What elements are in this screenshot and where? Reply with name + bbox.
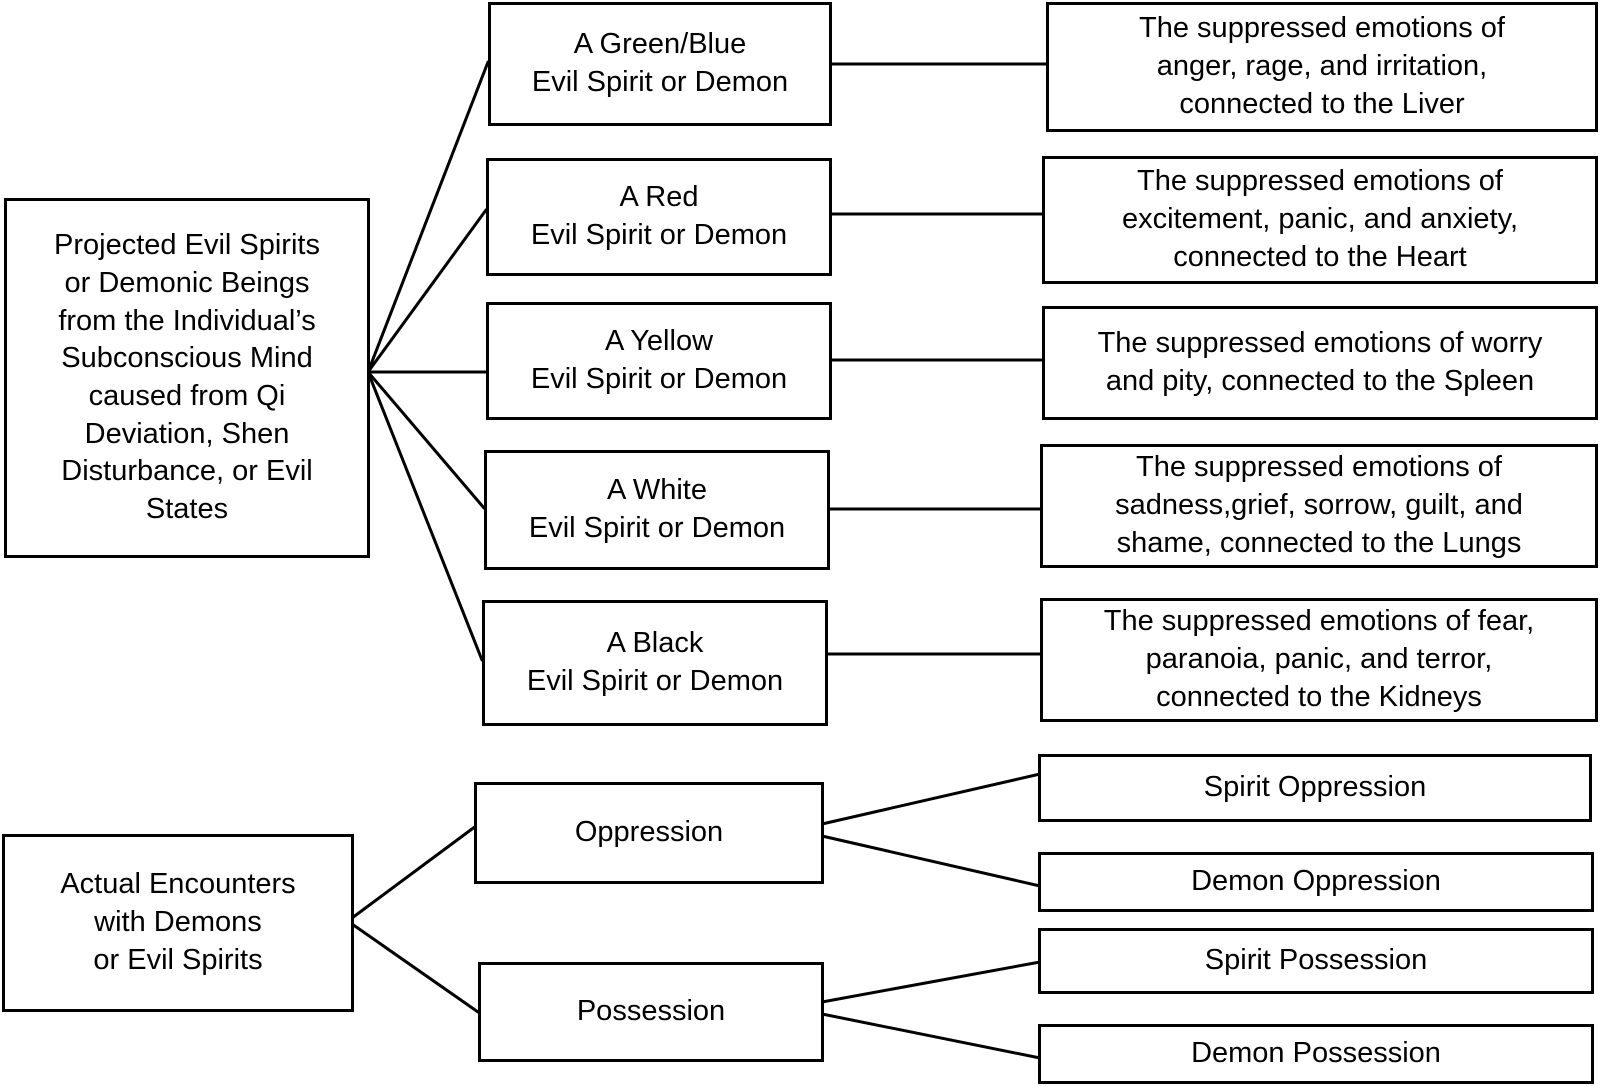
lungs-emotion-box: The suppressed emotions of sadness,grief…: [1040, 444, 1598, 568]
projected-spirits-root-box: Projected Evil Spirits or Demonic Beings…: [4, 198, 370, 558]
demon-possession-box: Demon Possession: [1038, 1024, 1594, 1084]
spirit-title-line: A White: [607, 474, 707, 507]
spirit-title-line: A Red: [619, 181, 699, 214]
connector-oppression-to-spirit-oppression: [820, 772, 1042, 826]
root-line: Subconscious Mind: [61, 342, 313, 375]
connector-root-to-black: [366, 370, 484, 662]
emotion-line: excitement, panic, and anxiety,: [1121, 203, 1519, 236]
connector-actual-to-possession: [350, 922, 480, 1014]
kidneys-emotion-box: The suppressed emotions of fear, paranoi…: [1040, 598, 1598, 722]
spirit-oppression-label: Spirit Oppression: [1203, 771, 1427, 804]
root-line: Actual Encounters: [60, 868, 296, 901]
spirit-title-line: A Black: [606, 627, 704, 660]
root-line: or Evil Spirits: [93, 943, 263, 976]
white-spirit-box: A White Evil Spirit or Demon: [484, 450, 830, 570]
demon-oppression-box: Demon Oppression: [1038, 852, 1594, 912]
emotion-line: sadness,grief, sorrow, guilt, and: [1115, 489, 1523, 522]
connector-possession-to-spirit-possession: [820, 960, 1042, 1004]
root-line: caused from Qi: [88, 380, 286, 412]
spirit-title-line: A Green/Blue: [573, 28, 747, 61]
black-spirit-box: A Black Evil Spirit or Demon: [482, 600, 828, 726]
emotion-line: anger, rage, and irritation,: [1156, 50, 1488, 83]
spirit-possession-label: Spirit Possession: [1204, 944, 1428, 977]
emotion-line: The suppressed emotions of: [1136, 451, 1502, 484]
spirit-title-line: A Yellow: [604, 325, 714, 358]
root-line: Projected Evil Spirits: [54, 229, 320, 262]
spirit-title-line: Evil Spirit or Demon: [528, 512, 786, 544]
connector-root-to-green-blue: [366, 60, 490, 374]
emotion-line: and pity, connected to the Spleen: [1105, 365, 1535, 397]
possession-box: Possession: [478, 962, 824, 1062]
emotion-line: The suppressed emotions of fear,: [1103, 605, 1535, 638]
emotion-line: The suppressed emotions of worry: [1097, 327, 1543, 360]
connector-oppression-to-demon-oppression: [820, 834, 1042, 888]
emotion-line: shame, connected to the Lungs: [1116, 526, 1522, 559]
possession-label: Possession: [576, 995, 726, 1028]
emotion-line: connected to the Kidneys: [1156, 680, 1482, 713]
spleen-emotion-box: The suppressed emotions of worry and pit…: [1042, 306, 1598, 420]
root-line: from the Individual’s: [58, 304, 316, 337]
heart-emotion-box: The suppressed emotions of excitement, p…: [1042, 156, 1598, 284]
oppression-label: Oppression: [574, 816, 724, 849]
emotion-line: connected to the Liver: [1179, 87, 1465, 120]
root-line: or Demonic Beings: [64, 266, 310, 299]
emotion-line: paranoia, panic, and terror,: [1145, 643, 1493, 676]
green-blue-spirit-box: A Green/Blue Evil Spirit or Demon: [488, 2, 832, 126]
yellow-spirit-box: A Yellow Evil Spirit or Demon: [486, 302, 832, 420]
spirit-oppression-box: Spirit Oppression: [1038, 754, 1592, 822]
connector-possession-to-demon-possession: [820, 1012, 1042, 1060]
connector-root-to-red: [366, 208, 488, 374]
connector-root-to-white: [366, 370, 486, 510]
red-spirit-box: A Red Evil Spirit or Demon: [486, 158, 832, 276]
emotion-line: connected to the Heart: [1173, 240, 1467, 273]
spirit-title-line: Evil Spirit or Demon: [526, 665, 784, 697]
spirit-title-line: Evil Spirit or Demon: [530, 219, 788, 251]
root-line: States: [145, 493, 229, 526]
oppression-box: Oppression: [474, 782, 824, 884]
actual-encounters-root-box: Actual Encounters with Demons or Evil Sp…: [2, 834, 354, 1012]
demon-oppression-label: Demon Oppression: [1191, 865, 1441, 898]
spirit-title-line: Evil Spirit or Demon: [530, 363, 788, 395]
spirit-title-line: Evil Spirit or Demon: [531, 66, 789, 98]
demon-possession-label: Demon Possession: [1191, 1037, 1441, 1070]
emotion-line: The suppressed emotions of: [1137, 165, 1503, 198]
liver-emotion-box: The suppressed emotions of anger, rage, …: [1046, 2, 1598, 132]
connector-actual-to-oppression: [350, 824, 478, 920]
root-line: Disturbance, or Evil: [61, 455, 313, 488]
root-line: with Demons: [94, 906, 262, 939]
root-line: Deviation, Shen: [84, 417, 290, 450]
emotion-line: The suppressed emotions of: [1139, 12, 1505, 45]
spirit-possession-box: Spirit Possession: [1038, 928, 1594, 994]
